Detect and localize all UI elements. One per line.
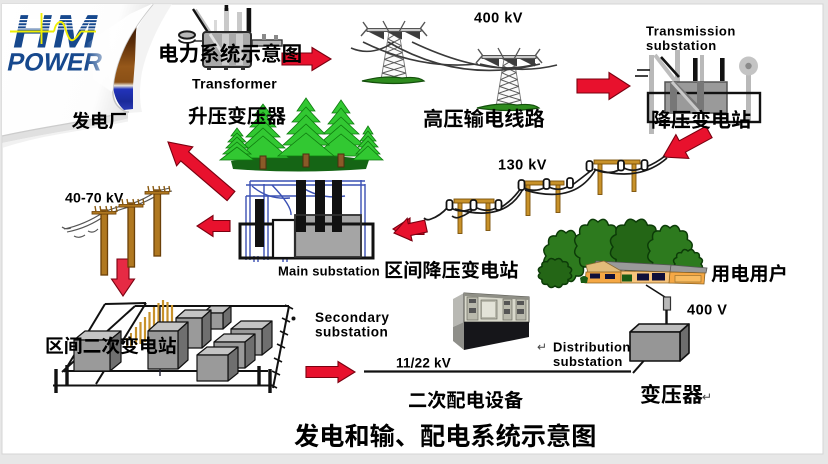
svg-text:Secondary: Secondary	[315, 310, 389, 325]
svg-text:Distribution: Distribution	[553, 340, 631, 355]
svg-text:400 V: 400 V	[687, 303, 727, 319]
svg-text:40-70 kV: 40-70 kV	[65, 191, 124, 207]
svg-text:Transmission: Transmission	[646, 24, 736, 39]
svg-text:130 kV: 130 kV	[498, 158, 547, 174]
svg-text:400 kV: 400 kV	[474, 11, 523, 27]
svg-text:substation: substation	[646, 38, 717, 53]
svg-text:Transformer: Transformer	[192, 76, 277, 92]
svg-text:Main substation: Main substation	[278, 264, 380, 279]
svg-text:substation: substation	[315, 325, 388, 340]
svg-text:11/22 kV: 11/22 kV	[396, 356, 451, 371]
svg-text:↵: ↵	[702, 390, 712, 404]
svg-text:substation: substation	[553, 354, 623, 369]
svg-text:↵: ↵	[537, 340, 547, 354]
